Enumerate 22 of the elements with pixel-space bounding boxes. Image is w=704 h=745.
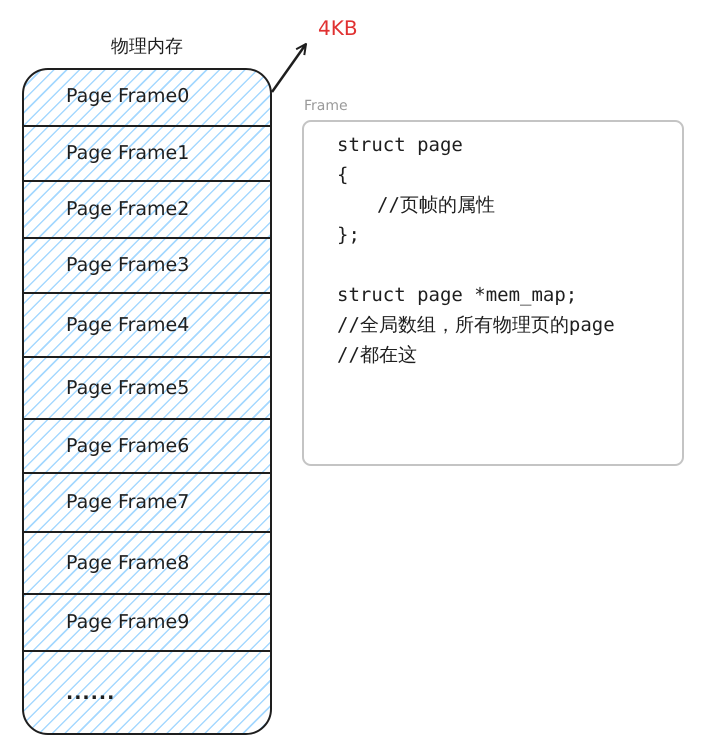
panel-title: Frame	[304, 98, 348, 114]
frame-label: Page Frame4	[66, 314, 190, 336]
frame-label: Page Frame7	[66, 491, 190, 513]
ellipsis-text: ......	[66, 682, 116, 704]
code-line: {	[337, 163, 350, 188]
size-label: 4KB	[318, 16, 368, 44]
frame-label: Page Frame0	[66, 85, 190, 107]
frame-label: Page Frame6	[66, 434, 190, 456]
code-line: //页帧的属性	[376, 193, 496, 218]
code-line: //全局数组，所有物理页的page	[337, 313, 616, 338]
frame-label: Page Frame9	[66, 611, 190, 633]
frame-label: Page Frame2	[66, 198, 190, 220]
frame-label: Page Frame8	[66, 552, 190, 574]
code-line: struct page *mem_map;	[337, 283, 578, 308]
arrow	[270, 43, 308, 93]
code-line: };	[337, 223, 361, 248]
frame-label: Page Frame3	[66, 254, 190, 276]
column-heading: 物理内存	[110, 35, 184, 58]
code-line: //都在这	[337, 343, 418, 368]
frame-label: Page Frame1	[66, 142, 190, 164]
frame-label: Page Frame5	[66, 376, 190, 398]
code-line: struct page	[337, 133, 464, 158]
